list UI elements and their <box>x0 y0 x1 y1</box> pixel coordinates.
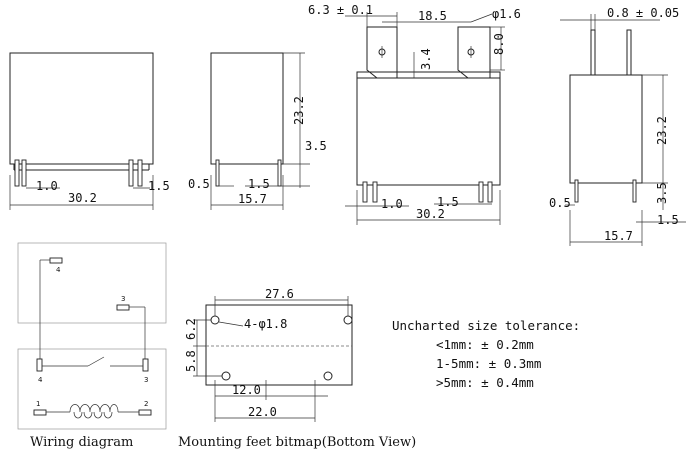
dim-body-width-b: 30.2 <box>416 207 445 221</box>
pin <box>14 159 20 187</box>
dim-pin-length: 3.5 <box>305 139 327 153</box>
dim-feet-h1: 12.0 <box>232 383 261 397</box>
dim-body-height: 23.2 <box>292 96 306 125</box>
dim-pin-length-b: 3.5 <box>655 182 669 204</box>
coil-loops <box>73 411 113 419</box>
tolerance-line-3: >5mm: ± 0.4mm <box>436 375 534 390</box>
pin <box>21 159 27 187</box>
relay-body-front <box>9 52 154 165</box>
dim-body-depth: 15.7 <box>238 192 267 206</box>
terminal-3 <box>142 358 149 372</box>
dim-body-width: 30.2 <box>68 191 97 205</box>
dim-feet-span: 27.6 <box>265 287 294 301</box>
pin <box>632 179 637 203</box>
qc-tab-side <box>626 29 632 76</box>
pin <box>372 181 378 203</box>
mount-hole <box>210 315 220 325</box>
dim-pin-offset: 1.0 <box>36 179 58 193</box>
wiring-bottom-box <box>17 348 167 430</box>
dim-tab-thickness: 0.8 ± 0.05 <box>607 6 679 20</box>
qc-tab-side <box>590 29 596 76</box>
coil-symbol <box>69 404 119 413</box>
pin-label-3: 3 <box>144 376 148 384</box>
terminal-4-top <box>49 257 63 264</box>
pin <box>128 159 134 187</box>
dim-pin-width-c: 1.5 <box>437 195 459 209</box>
terminal-3-top <box>116 304 130 311</box>
tolerance-line-2: 1-5mm: ± 0.3mm <box>436 356 541 371</box>
dim-feet-v1: 6.2 <box>184 318 198 340</box>
pin <box>478 181 484 203</box>
dim-tab-hole: φ1.6 <box>492 7 521 21</box>
relay-body-side-b <box>569 74 643 184</box>
pin <box>487 181 493 203</box>
dim-pin-thickness: 0.5 <box>188 177 210 191</box>
dim-tab-hole-pos: 3.4 <box>419 48 433 70</box>
dim-body-depth-b: 15.7 <box>604 229 633 243</box>
tolerance-note: Uncharted size tolerance: <1mm: ± 0.2mm … <box>392 318 580 390</box>
mounting-feet: 27.6 4-φ1.8 6.2 5.8 12.0 22.0 Mounting f… <box>178 287 416 450</box>
dim-tab-length: 8.0 <box>492 33 506 55</box>
tolerance-title: Uncharted size tolerance: <box>392 318 580 333</box>
dim-body-height-b: 23.2 <box>655 116 669 145</box>
tab-side-view: 0.8 ± 0.05 23.2 3.5 15.7 0.5 1.5 <box>549 6 686 246</box>
mount-hole <box>323 371 333 381</box>
pin-label-4: 4 <box>38 376 43 384</box>
pin-label-4-top: 4 <box>56 266 61 274</box>
dim-tab-width: 6.3 ± 0.1 <box>308 3 373 17</box>
terminal-4 <box>36 358 43 372</box>
pin <box>215 159 220 187</box>
wiring-diagram: 4 3 4 3 1 2 Wiring diagram <box>17 242 167 450</box>
mounting-caption: Mounting feet bitmap(Bottom View) <box>178 435 416 450</box>
mount-hole <box>221 371 231 381</box>
pin <box>574 179 579 203</box>
dim-pin-offset-b: 1.0 <box>381 197 403 211</box>
pin <box>137 159 143 187</box>
tolerance-line-1: <1mm: ± 0.2mm <box>436 337 534 352</box>
terminal-2 <box>138 409 152 416</box>
pin <box>362 181 368 203</box>
mount-hole <box>343 315 353 325</box>
wiring-top-box <box>17 242 167 324</box>
relay-body-tabs <box>356 71 501 186</box>
terminal-1 <box>33 409 47 416</box>
dim-tab-pitch: 18.5 <box>418 9 447 23</box>
pin-label-1: 1 <box>36 400 40 408</box>
dim-feet-v2: 5.8 <box>184 350 198 372</box>
tab-front-view: 6.3 ± 0.1 18.5 φ1.6 8.0 3.4 30.2 1.0 1.5 <box>308 3 521 225</box>
dim-pin-width: 1.5 <box>148 179 170 193</box>
pin-label-2: 2 <box>144 400 148 408</box>
mounting-outline <box>205 304 353 386</box>
dim-feet-h2: 22.0 <box>248 405 277 419</box>
pin <box>277 159 282 187</box>
pin-label-3-top: 3 <box>121 295 125 303</box>
dim-feet-hole: 4-φ1.8 <box>244 317 287 331</box>
dim-pin-width-d: 1.5 <box>657 213 679 227</box>
front-view: 30.2 1.0 1.5 <box>9 52 170 210</box>
side-view: 15.7 0.5 1.5 23.2 3.5 <box>188 52 327 210</box>
dim-pin-width-side: 1.5 <box>248 177 270 191</box>
wiring-caption: Wiring diagram <box>30 435 133 450</box>
dim-pin-thickness-b: 0.5 <box>549 196 571 210</box>
relay-body-side <box>210 52 284 165</box>
